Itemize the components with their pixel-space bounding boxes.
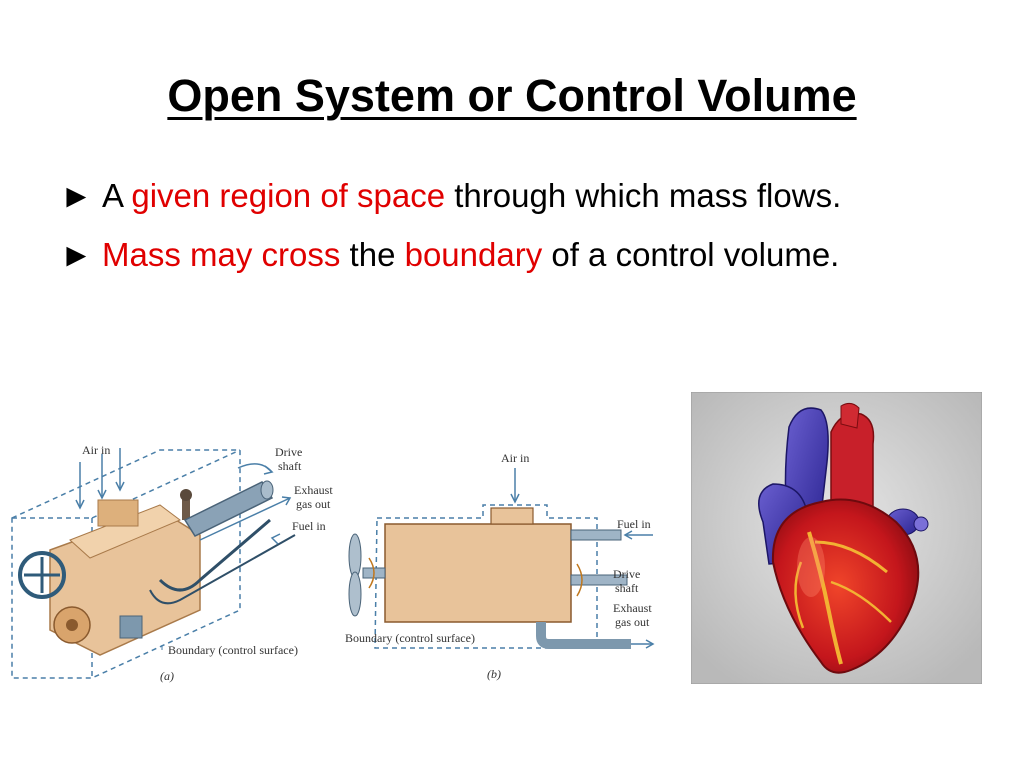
- label-drive: Drive: [613, 567, 640, 581]
- triangle-bullet-icon: ►: [60, 177, 93, 214]
- bullet-highlight: boundary: [404, 236, 543, 273]
- label-gas-out: gas out: [615, 615, 650, 629]
- propeller-icon: [348, 533, 362, 579]
- schematic-control-volume-figure: Air in Fuel in Drive shaft Exhaust gas o…: [345, 451, 655, 681]
- exhaust-arrow: [199, 497, 291, 541]
- bullet-text: through which mass flows.: [445, 177, 842, 214]
- label-exhaust: Exhaust: [613, 601, 652, 615]
- label-air-in: Air in: [82, 443, 110, 457]
- label-exhaust: Exhaust: [294, 483, 333, 497]
- heart-image: [691, 392, 982, 684]
- figure-caption-b: (b): [487, 667, 501, 681]
- system-block: [384, 523, 572, 623]
- bullet-item: ► A given region of space through which …: [60, 172, 930, 220]
- label-fuel-in: Fuel in: [292, 519, 326, 533]
- label-shaft: shaft: [615, 581, 639, 595]
- bullet-text: of a control volume.: [542, 236, 840, 273]
- label-gas-out: gas out: [296, 497, 331, 511]
- exhaust-pipe: [536, 622, 631, 649]
- exhaust-pipe: [158, 518, 271, 592]
- label-boundary: Boundary (control surface): [168, 643, 298, 657]
- label-drive: Drive: [275, 445, 302, 459]
- air-in-arrows: [75, 448, 125, 510]
- bullet-list: ► A given region of space through which …: [60, 172, 930, 290]
- control-surface-boundary: [374, 504, 598, 649]
- triangle-bullet-icon: ►: [60, 236, 93, 273]
- bullet-highlight: given region of space: [131, 177, 446, 214]
- engine-body: [18, 489, 201, 656]
- engine-control-volume-figure: Air in Drive shaft Exhaust gas out Fuel …: [11, 443, 333, 683]
- label-boundary: Boundary (control surface): [345, 631, 475, 645]
- label-fuel-in: Fuel in: [617, 517, 651, 531]
- fuel-line: [149, 534, 296, 605]
- figure-caption-a: (a): [160, 669, 174, 683]
- drive-shaft: [570, 574, 628, 586]
- bullet-text: A: [102, 177, 132, 214]
- drive-shaft: [183, 463, 274, 537]
- bullet-item: ► Mass may cross the boundary of a contr…: [60, 231, 930, 279]
- slide-title: Open System or Control Volume: [167, 70, 857, 121]
- label-air-in: Air in: [501, 451, 529, 465]
- label-shaft: shaft: [278, 459, 302, 473]
- bullet-text: the: [340, 236, 405, 273]
- bullet-highlight: Mass may cross: [102, 236, 341, 273]
- fuel-pipe: [570, 529, 622, 541]
